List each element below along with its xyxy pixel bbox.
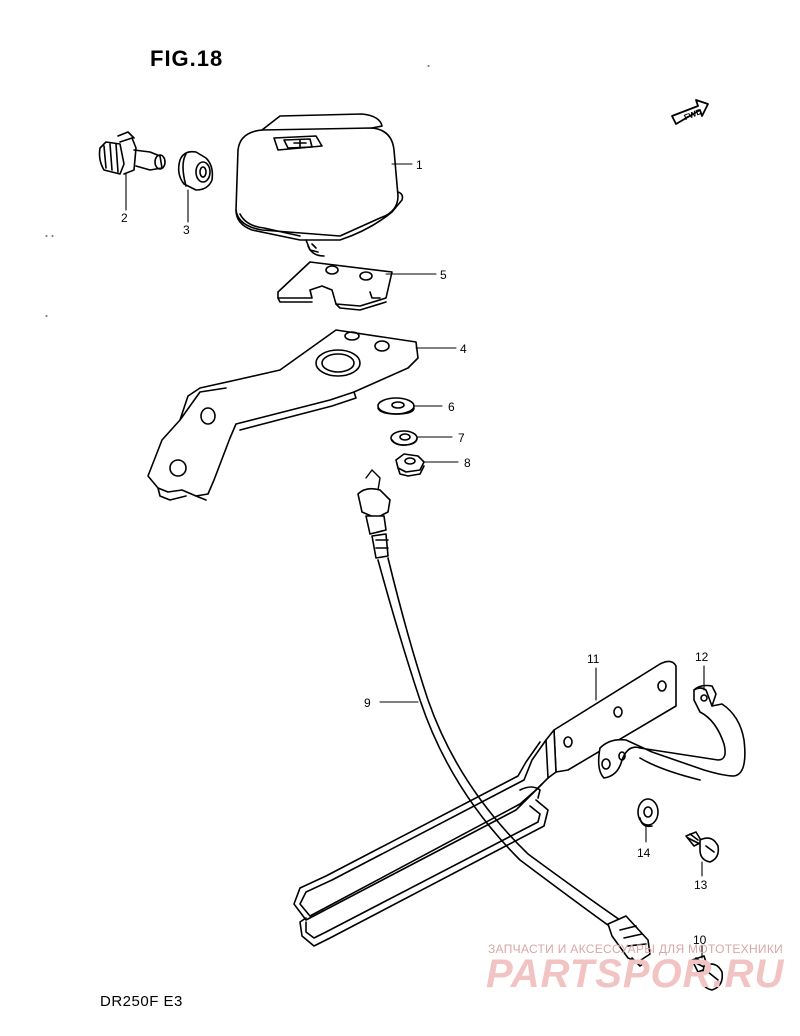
callout-5: 5 xyxy=(440,268,447,282)
leader-lines xyxy=(125,163,705,959)
speedometer-part xyxy=(235,113,404,257)
callout-4: 4 xyxy=(460,342,467,356)
watermark-subtitle: ЗАПЧАСТИ И АКСЕССУАРЫ ДЛЯ МОТОТЕХНИКИ xyxy=(488,942,784,956)
callout-7: 7 xyxy=(458,431,465,445)
speedometer-cable-part xyxy=(357,469,651,967)
callout-11: 11 xyxy=(587,652,600,666)
callout-10: 10 xyxy=(693,933,707,947)
screw-13-part xyxy=(685,831,720,863)
callout-13: 13 xyxy=(694,878,708,892)
model-code: DR250F E3 xyxy=(100,993,183,1010)
callout-12: 12 xyxy=(695,650,709,664)
washer-6-part xyxy=(377,397,415,415)
nut-8-part xyxy=(395,453,425,477)
callout-9: 9 xyxy=(364,696,371,710)
callout-14: 14 xyxy=(637,846,651,860)
callout-labels: 1 2 3 4 5 6 7 8 9 10 11 12 13 14 xyxy=(121,158,709,947)
fwd-label: FWD xyxy=(683,107,703,122)
grommet-part xyxy=(177,150,214,191)
cable-guide-part xyxy=(293,660,677,947)
callout-6: 6 xyxy=(448,400,455,414)
small-plate-part xyxy=(277,261,393,311)
callout-1: 1 xyxy=(416,158,423,172)
watermark-brand: PARTSPOR.RU xyxy=(486,952,785,996)
meter-bracket-part xyxy=(147,329,419,501)
bulb-socket-part xyxy=(98,131,166,175)
figure-title: FIG.18 xyxy=(150,46,224,71)
lock-washer-7-part xyxy=(390,430,418,446)
callout-2: 2 xyxy=(121,211,128,225)
fwd-arrow-icon: FWD xyxy=(671,99,709,125)
scan-specks xyxy=(45,65,430,317)
callout-3: 3 xyxy=(183,223,190,237)
callout-8: 8 xyxy=(464,456,471,470)
screw-10-part xyxy=(691,955,724,991)
washer-14-part xyxy=(637,798,659,828)
